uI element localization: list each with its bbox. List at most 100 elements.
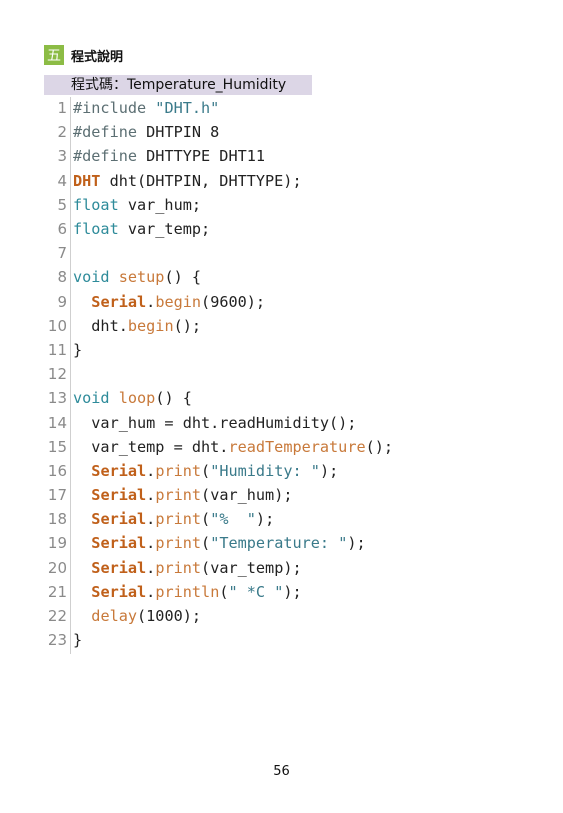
code-line: 8 void setup() { [44, 265, 544, 289]
code-line: 2 #define DHTPIN 8 [44, 120, 544, 144]
code-token: var_temp; [118, 220, 211, 239]
code-text: DHT dht(DHTPIN, DHTTYPE); [73, 172, 302, 190]
code-listing: 1 #include "DHT.h" 2 #define DHTPIN 8 3 #defi… [44, 96, 544, 652]
code-token: DHTTYPE DHT11 [146, 147, 266, 166]
code-line: 9 Serial.begin(9600); [44, 290, 544, 314]
line-number: 6 [57, 220, 67, 239]
line-number: 2 [57, 123, 67, 142]
code-text: Serial.print(var_temp); [73, 558, 301, 577]
code-text: #include "DHT.h" [73, 99, 219, 117]
code-line: 15 var_temp = dht.readTemperature(); [44, 435, 544, 459]
line-number-divider [70, 97, 71, 654]
code-text: dht.begin(); [73, 317, 201, 335]
code-token: (9600); [201, 292, 266, 311]
code-token: "Temperature: " [210, 534, 348, 553]
code-token: print [155, 461, 202, 480]
code-token: begin [155, 292, 202, 311]
section-title: 程式說明 [71, 49, 124, 65]
code-line: 7 [44, 241, 544, 265]
code-token: loop [118, 389, 156, 408]
code-token [73, 559, 91, 577]
code-token: . [146, 292, 156, 311]
code-token: "% " [210, 510, 256, 529]
code-line: 1 #include "DHT.h" [44, 96, 544, 120]
code-token: "DHT.h" [155, 99, 220, 118]
line-number: 5 [57, 195, 67, 214]
section-header: 五 程式說明 [44, 45, 123, 65]
code-token: ); [255, 510, 275, 529]
code-token: dht. [73, 316, 128, 335]
line-number: 8 [57, 268, 67, 287]
code-token: var_hum = dht.readHumidity(); [73, 413, 357, 432]
code-token: float [73, 220, 119, 239]
code-text: #define DHTTYPE DHT11 [73, 147, 265, 165]
line-number: 21 [47, 582, 67, 601]
line-number: 9 [57, 292, 67, 311]
line-number: 3 [57, 147, 67, 166]
code-text: Serial.print("Humidity: "); [73, 462, 338, 480]
code-token: (); [173, 316, 202, 335]
line-number: 23 [47, 631, 67, 650]
code-line: 17 Serial.print(var_hum); [44, 483, 544, 507]
line-number: 12 [47, 365, 67, 384]
code-token: . [146, 534, 156, 553]
line-number: 19 [47, 534, 67, 553]
line-number: 1 [57, 99, 67, 118]
code-line: 22 delay(1000); [44, 604, 544, 628]
code-token: #include [73, 99, 156, 118]
section-number-badge: 五 [44, 45, 64, 65]
code-text: float var_hum; [73, 196, 201, 214]
code-token: delay [91, 607, 138, 626]
code-token: DHT [73, 171, 101, 190]
code-text: Serial.print("% "); [73, 510, 274, 528]
code-token: () { [164, 268, 202, 287]
code-caption: 程式碼：Temperature_Humidity [44, 75, 312, 95]
code-text: } [73, 341, 82, 359]
code-token: . [146, 582, 156, 601]
line-number: 13 [47, 389, 67, 408]
code-token: Serial [91, 558, 147, 577]
code-token: #define [73, 147, 147, 166]
code-line: 19 Serial.print("Temperature: "); [44, 531, 544, 555]
code-token: ( [201, 510, 211, 529]
code-token: ( [201, 534, 211, 553]
code-token: (); [365, 437, 394, 456]
line-number: 16 [47, 461, 67, 480]
code-line: 5 float var_hum; [44, 193, 544, 217]
code-line: 10 dht.begin(); [44, 314, 544, 338]
code-line: 21 Serial.println(" *C "); [44, 580, 544, 604]
code-token: Serial [91, 292, 147, 311]
code-text: var_hum = dht.readHumidity(); [73, 414, 356, 432]
code-token: "Humidity: " [210, 461, 320, 480]
code-token: #define [73, 123, 147, 142]
code-token: println [155, 582, 220, 601]
code-token: Serial [91, 510, 147, 529]
code-token: print [155, 486, 202, 505]
code-token: } [73, 340, 83, 359]
code-text: void loop() { [73, 389, 192, 407]
code-token: float [73, 195, 119, 214]
code-line: 23} [44, 628, 544, 652]
code-line: 14 var_hum = dht.readHumidity(); [44, 410, 544, 434]
code-token: setup [118, 268, 165, 287]
code-text: Serial.print(var_hum); [73, 486, 292, 504]
code-token [73, 486, 91, 504]
code-token: ); [347, 534, 366, 553]
code-token: Serial [91, 534, 147, 553]
code-text: void setup() { [73, 268, 201, 286]
code-token [73, 462, 91, 480]
code-text: } [73, 631, 82, 649]
line-number: 15 [47, 437, 67, 456]
code-token: var_temp = dht. [73, 437, 229, 456]
code-token: DHTPIN 8 [146, 123, 220, 142]
line-number: 20 [47, 558, 67, 577]
line-number: 18 [47, 510, 67, 529]
code-token: Serial [91, 582, 147, 601]
code-text: Serial.println(" *C "); [73, 582, 301, 601]
code-token: print [155, 534, 202, 553]
code-token [73, 510, 91, 528]
code-text: #define DHTPIN 8 [73, 123, 219, 141]
code-line: 20 Serial.print(var_temp); [44, 556, 544, 580]
line-number: 17 [47, 486, 67, 505]
